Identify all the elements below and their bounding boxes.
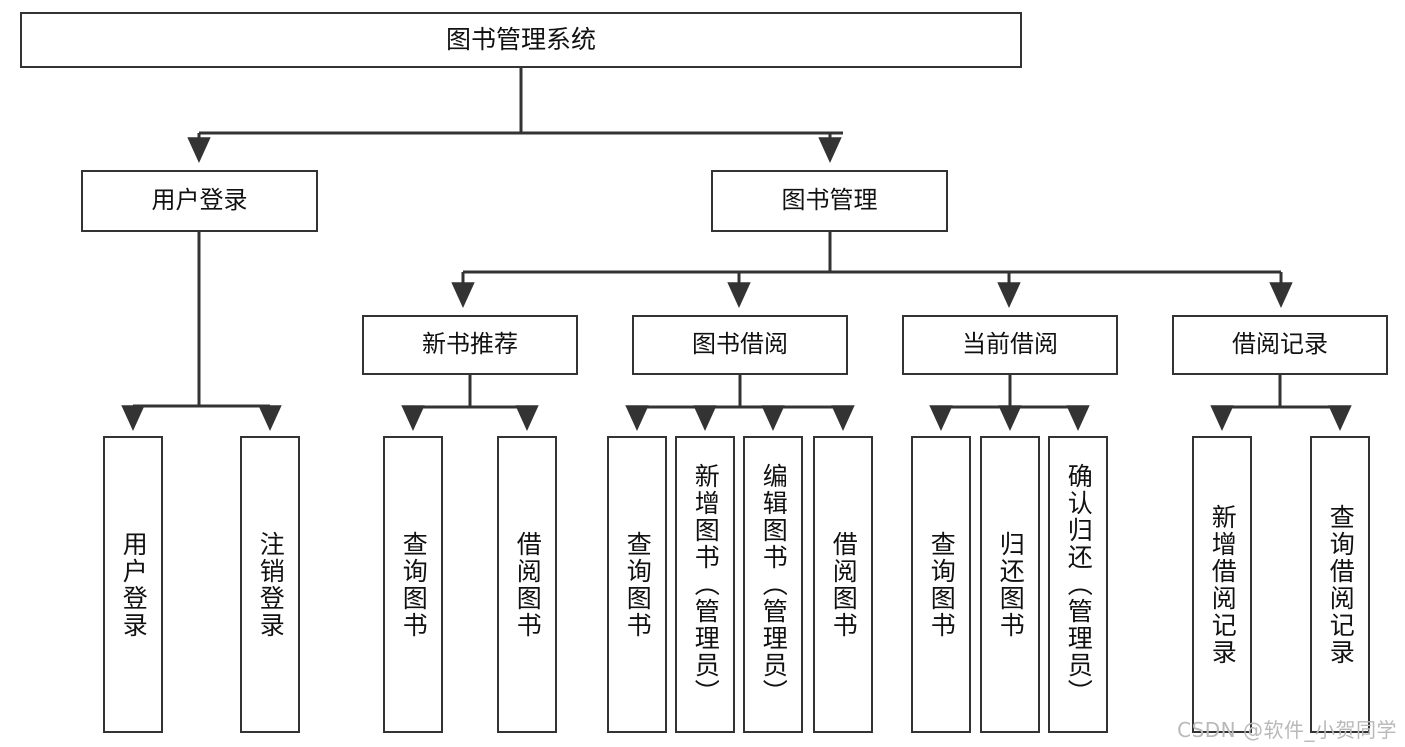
node-user-login[interactable]: 用户登录: [81, 170, 318, 232]
node-leaf-query-record[interactable]: 查询借阅记录: [1310, 436, 1370, 733]
node-leaf-user-login-label: 用户登录: [119, 530, 149, 639]
node-leaf-confirm-return-label: 确认归还（管理员）: [1064, 463, 1094, 706]
node-new-book-rec[interactable]: 新书推荐: [362, 315, 578, 375]
node-leaf-query-book-3-label: 查询图书: [927, 530, 957, 639]
node-leaf-confirm-return[interactable]: 确认归还（管理员）: [1048, 436, 1108, 733]
node-leaf-add-record-label: 新增借阅记录: [1208, 503, 1238, 666]
node-book-borrow-label: 图书借阅: [692, 330, 788, 359]
node-user-login-label: 用户登录: [151, 186, 248, 215]
node-leaf-user-logout[interactable]: 注销登录: [240, 436, 300, 733]
node-leaf-return-book[interactable]: 归还图书: [980, 436, 1040, 733]
node-borrow-record-label: 借阅记录: [1232, 330, 1328, 359]
node-book-manage-label: 图书管理: [781, 186, 878, 215]
node-leaf-add-record[interactable]: 新增借阅记录: [1192, 436, 1252, 733]
node-leaf-query-book-1[interactable]: 查询图书: [383, 436, 443, 733]
node-borrow-record[interactable]: 借阅记录: [1172, 315, 1388, 375]
watermark-text: CSDN @软件_小贺同学: [1177, 718, 1397, 742]
node-leaf-borrow-book-2[interactable]: 借阅图书: [813, 436, 873, 733]
node-current-borrow-label: 当前借阅: [962, 330, 1058, 359]
node-leaf-borrow-book-1-label: 借阅图书: [513, 530, 543, 639]
node-leaf-user-login[interactable]: 用户登录: [103, 436, 163, 733]
node-leaf-query-book-3[interactable]: 查询图书: [911, 436, 971, 733]
node-leaf-user-logout-label: 注销登录: [256, 530, 286, 639]
node-leaf-add-book[interactable]: 新增图书（管理员）: [675, 436, 735, 733]
node-leaf-query-record-label: 查询借阅记录: [1326, 503, 1356, 666]
node-leaf-return-book-label: 归还图书: [996, 530, 1026, 639]
node-book-manage[interactable]: 图书管理: [711, 170, 948, 232]
node-current-borrow[interactable]: 当前借阅: [902, 315, 1118, 375]
node-root-label: 图书管理系统: [445, 24, 596, 54]
node-leaf-edit-book[interactable]: 编辑图书（管理员）: [743, 436, 803, 733]
node-leaf-add-book-label: 新增图书（管理员）: [691, 463, 721, 706]
node-leaf-borrow-book-1[interactable]: 借阅图书: [497, 436, 557, 733]
node-leaf-query-book-2[interactable]: 查询图书: [607, 436, 667, 733]
node-leaf-query-book-1-label: 查询图书: [399, 530, 429, 639]
node-new-book-rec-label: 新书推荐: [422, 330, 518, 359]
node-root[interactable]: 图书管理系统: [20, 12, 1022, 68]
node-leaf-borrow-book-2-label: 借阅图书: [829, 530, 859, 639]
node-book-borrow[interactable]: 图书借阅: [632, 315, 848, 375]
node-leaf-query-book-2-label: 查询图书: [623, 530, 653, 639]
node-leaf-edit-book-label: 编辑图书（管理员）: [759, 463, 789, 706]
